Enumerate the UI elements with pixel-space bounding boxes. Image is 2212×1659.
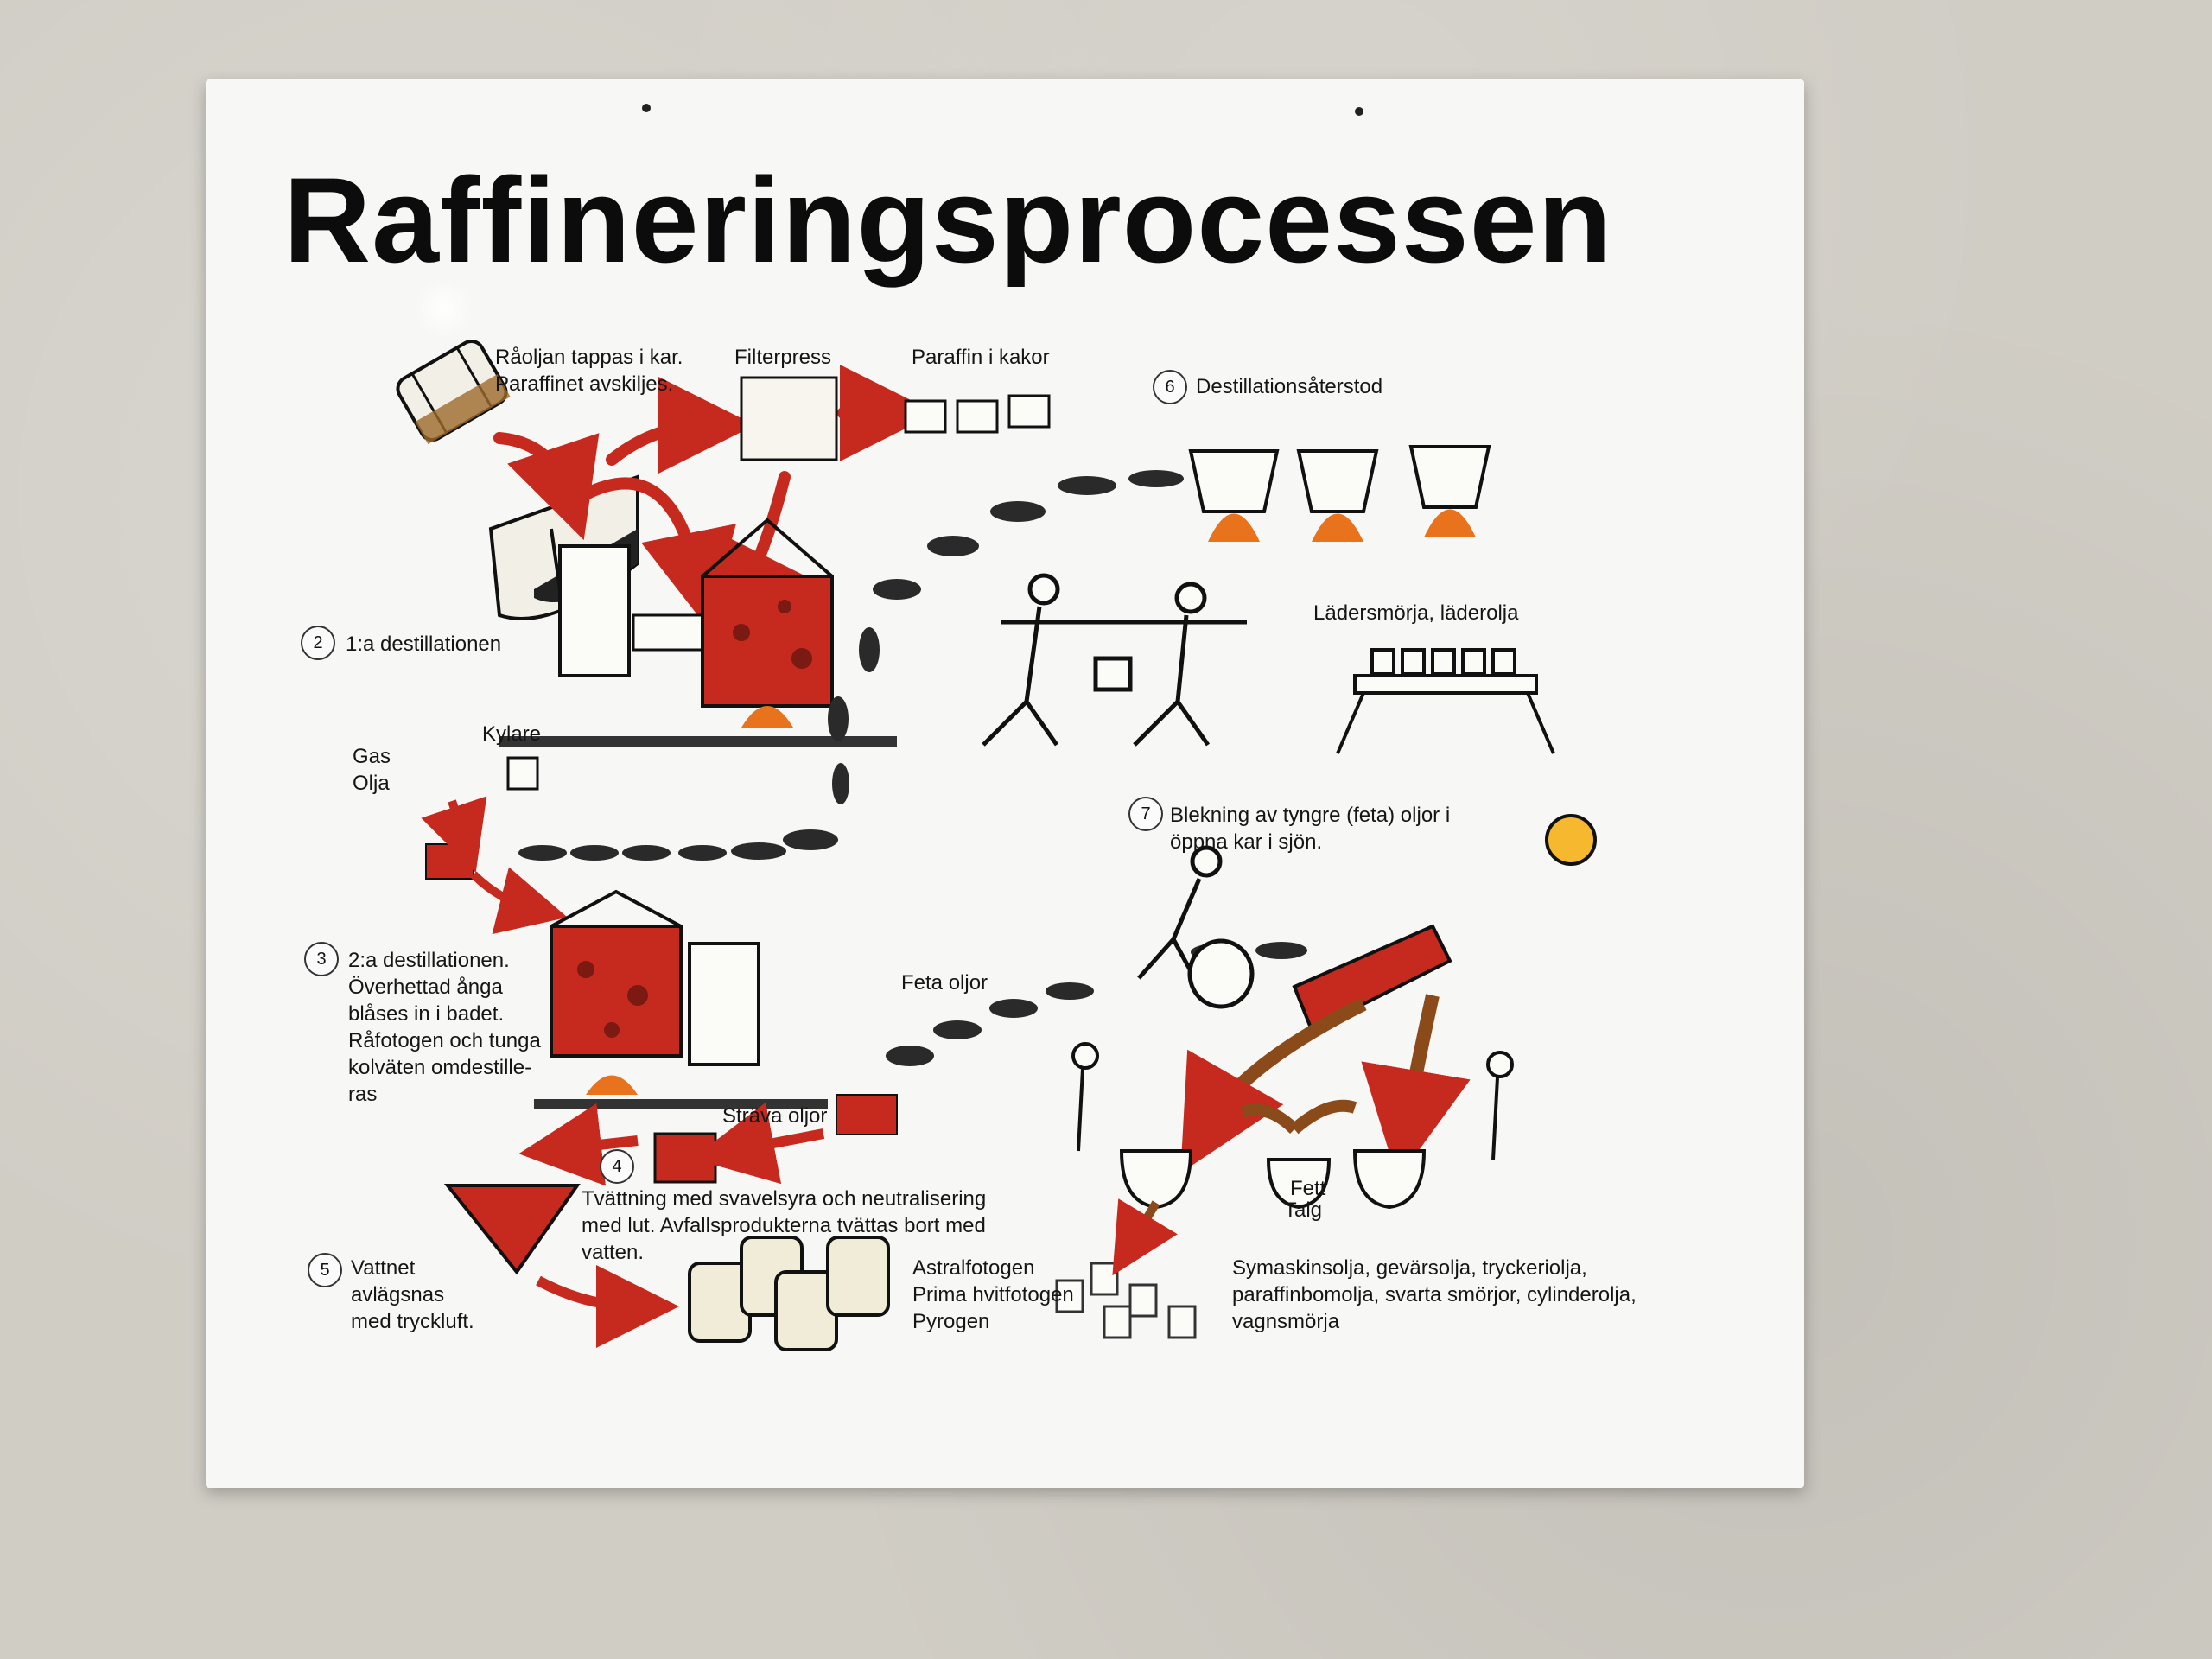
leather-grease-label: Lädersmörja, läderolja [1313,601,1519,625]
red-flow-arrows [493,365,937,642]
grease-cans-table [1336,648,1555,754]
sun-icon [1545,814,1597,866]
step-6-label: Destillationsåterstod [1196,375,1383,398]
light-glare [413,278,474,339]
residue-pots [1188,445,1491,542]
step-3-number: 3 [304,942,339,976]
worker-rolling-barrel [1137,845,1255,1009]
carriers-figure [982,573,1247,747]
paraffin-label: Paraffin i kakor [912,346,1050,369]
tallow-arrows [1240,1099,1357,1135]
lubricants-label: Symaskinsolja, gevärsolja, tryckeriolja,… [1232,1256,1637,1333]
sign-title: Raffineringsprocessen [283,152,1613,288]
gas-oil-label: Gas Olja [353,745,391,795]
mixing-stations [1071,1042,1514,1210]
filter-press-icon [740,376,838,461]
filterpress-label: Filterpress [734,346,832,369]
cup-icon [506,756,539,791]
step-5-number: 5 [308,1253,342,1287]
collector-icon [425,843,474,880]
still-2-icon [534,889,898,1135]
heavy-oils-label: Feta oljor [901,971,988,995]
process-illustration [396,339,1597,1351]
fat-label: Fett [1290,1177,1326,1200]
step-3-label: 2:a destillationen. Överhettad ånga blås… [348,949,541,1106]
wash-tank-icon [653,1132,717,1184]
oil-cans [1055,1262,1197,1339]
step-7-number: 7 [1128,797,1163,831]
screw-hole [1355,107,1363,116]
separator-icon [443,1184,581,1275]
oil-drop-chain [518,470,1184,861]
step-4-number: 4 [600,1149,634,1184]
kerosene-grades-label: Astralfotogen Prima hvitfotogen Pyrogen [912,1256,1074,1333]
step-2-label: 1:a destillationen [346,632,502,656]
step-2-number: 2 [301,626,335,660]
bleaching-basin [1292,814,1597,1033]
step-7-label: Blekning av tyngre (feta) oljor i öppna … [1170,804,1451,854]
paraffin-cakes-icon [904,394,1051,434]
step-4-label: Tvättning med svavelsyra och neutraliser… [582,1187,987,1264]
coarse-oils-label: Sträva oljor [722,1104,828,1128]
screw-hole [642,104,651,112]
step-5-label: Vattnet avlägsnas med tryckluft. [351,1256,474,1333]
step-6-number: 6 [1153,370,1187,404]
tallow-label: Talg [1284,1198,1323,1222]
info-sign: Raffineringsprocessen [206,79,1804,1488]
barrel-icon [396,339,511,445]
kerosene-barrels [688,1236,890,1351]
step-1-label: Råoljan tappas i kar. Paraffinet avskilj… [495,346,683,396]
still-1-icon [499,518,897,747]
cooler-label: Kylare [482,722,542,746]
